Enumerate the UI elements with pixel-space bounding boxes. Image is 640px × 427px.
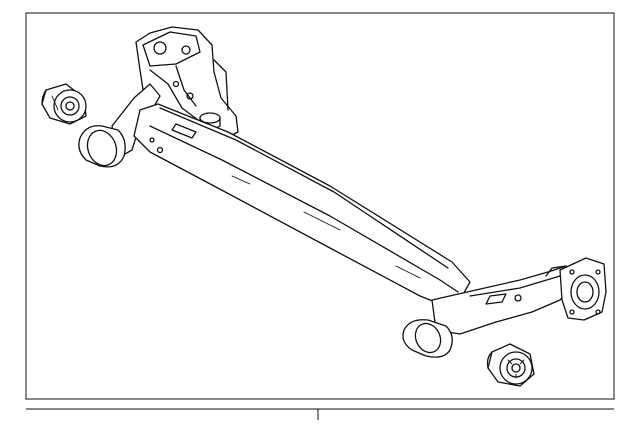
flange-gusset (545, 265, 567, 277)
cross-beam (133, 103, 471, 305)
left-mount-plate (142, 31, 201, 67)
bushing-edge (486, 351, 493, 369)
beam-crease (149, 125, 459, 293)
bushing-void (507, 359, 513, 365)
beam-hole (156, 146, 164, 154)
right-eye-bore (414, 322, 442, 354)
mount-hole (153, 41, 167, 55)
arm-bracket (485, 293, 507, 305)
bracket-edge (213, 59, 229, 111)
bushing-void (51, 95, 59, 111)
diagram-frame (25, 12, 615, 400)
bushing-face (499, 351, 533, 385)
mount-hole (181, 45, 191, 55)
bushing-face (53, 89, 87, 123)
bolt-hole (172, 80, 180, 88)
beam-slot (231, 175, 251, 185)
bushing-edge (41, 89, 47, 105)
left-eye-bore (86, 129, 118, 167)
bracket-edge (175, 65, 197, 107)
bushing-left (41, 83, 87, 125)
bracket-edge (149, 69, 199, 121)
arm-edge (469, 275, 561, 297)
bushing-sleeve (60, 96, 80, 116)
beam-hole (149, 137, 155, 143)
flange-bolt-hole (595, 309, 601, 315)
hub-bore (570, 274, 600, 310)
beam-slot (303, 211, 341, 231)
hub-bore-inner (576, 281, 594, 303)
beam-slot (395, 265, 421, 279)
bushing-right (486, 343, 535, 387)
arm-hole (514, 294, 522, 302)
beam-tab (171, 123, 197, 139)
flange-bolt-hole (595, 269, 601, 275)
bushing-bore (511, 363, 521, 373)
flange-bolt-hole (569, 269, 575, 275)
bushing-bore (65, 101, 75, 111)
flange-bolt-hole (569, 309, 575, 315)
bolt-hole (186, 92, 194, 100)
bushing-void (519, 359, 525, 365)
beam-top-edge (159, 107, 449, 269)
rear-axle-beam (78, 26, 607, 358)
